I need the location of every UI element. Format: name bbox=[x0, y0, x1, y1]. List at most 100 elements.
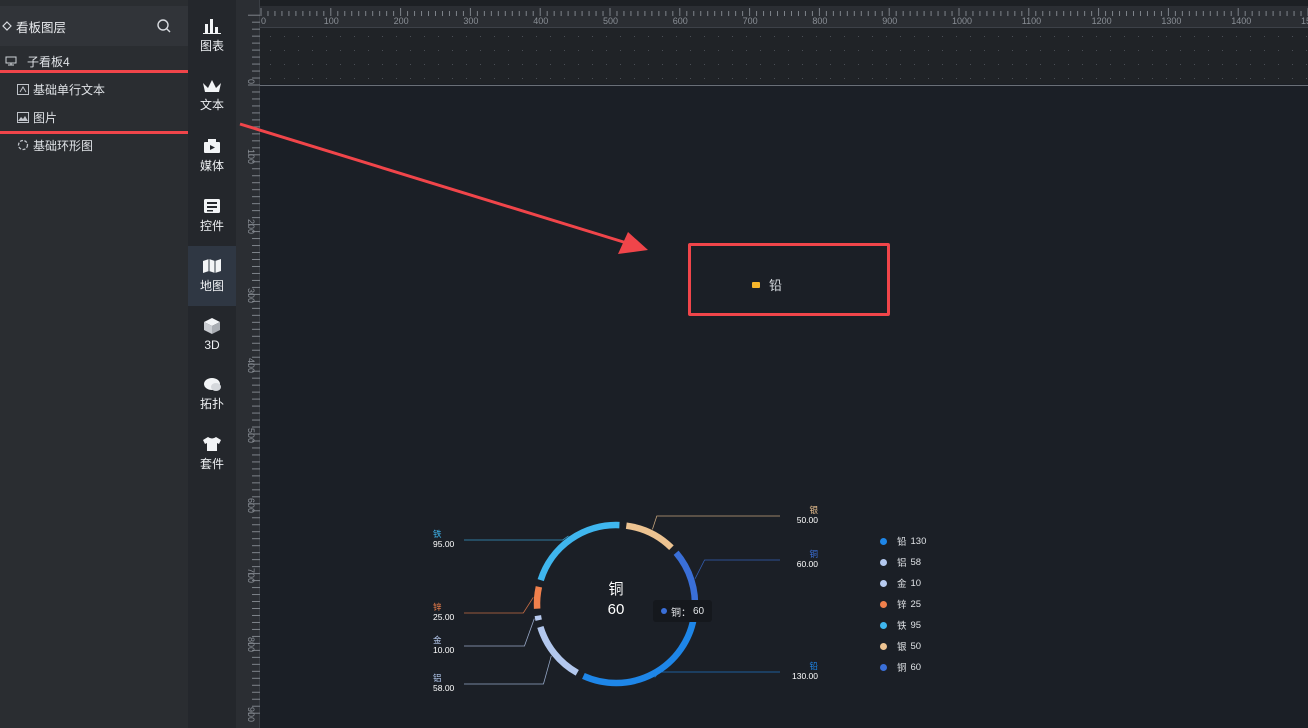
component-label: 图表 bbox=[199, 39, 224, 53]
ring-slice[interactable] bbox=[625, 522, 674, 551]
crown-icon bbox=[203, 80, 221, 92]
component-label: 控件 bbox=[199, 219, 224, 233]
ring-slice[interactable] bbox=[537, 521, 620, 582]
legend-dot bbox=[880, 579, 887, 587]
highlight-legend-card bbox=[688, 243, 890, 316]
ruler-tick-label: 900 bbox=[882, 16, 898, 26]
tooltip-label: 铜： bbox=[671, 607, 691, 619]
ring-slice[interactable] bbox=[582, 617, 697, 687]
ruler-tick-label: 0 bbox=[261, 16, 267, 26]
layer-item-sub-board[interactable]: 子看板4 bbox=[5, 50, 70, 72]
canvas-top-border bbox=[260, 85, 1308, 86]
legend-dot bbox=[880, 642, 887, 650]
layers-icon bbox=[2, 21, 12, 31]
component-media[interactable]: 媒体 bbox=[188, 126, 236, 186]
layer-item-image[interactable]: 图片 bbox=[17, 106, 57, 128]
monitor-icon bbox=[5, 56, 17, 66]
slice-label-value: 58.00 bbox=[433, 683, 455, 693]
legend-card-item: 铅 bbox=[752, 275, 782, 294]
legend-name: 银 bbox=[897, 642, 907, 653]
ruler-tick-label: 1000 bbox=[952, 16, 973, 26]
search-icon[interactable] bbox=[156, 18, 172, 34]
layer-panel: 看板图层 子看板4 基础单行文本 图片 基础环形图 bbox=[0, 0, 188, 728]
window-top-strip bbox=[0, 0, 1308, 6]
component-label: 3D bbox=[204, 337, 220, 352]
ruler-tick-label: 800 bbox=[812, 16, 828, 26]
slice-label-name: 铁 bbox=[433, 529, 442, 539]
component-charts[interactable]: 图表 bbox=[188, 6, 236, 66]
label-leader-line bbox=[464, 618, 535, 647]
component-label: 文本 bbox=[199, 98, 224, 112]
legend-dot bbox=[880, 537, 887, 545]
ruler-tick-label: 500 bbox=[603, 16, 619, 26]
ruler-tick-label: 1400 bbox=[1231, 16, 1252, 26]
legend-swatch bbox=[752, 281, 760, 288]
ruler-tick-label: 15 bbox=[1301, 16, 1308, 26]
cube-icon bbox=[204, 317, 220, 334]
legend-name: 金 bbox=[897, 579, 907, 590]
layer-item-text[interactable]: 基础单行文本 bbox=[17, 78, 105, 100]
slice-label-name: 铅 bbox=[809, 661, 818, 671]
ruler-tick-label: 300 bbox=[463, 16, 479, 26]
component-topology[interactable]: 拓扑 bbox=[188, 364, 236, 424]
legend-name: 铁 bbox=[897, 621, 907, 632]
bar-chart-icon bbox=[203, 19, 221, 34]
label-leader-line bbox=[652, 515, 780, 530]
ring-slice[interactable] bbox=[533, 586, 543, 609]
topology-icon bbox=[204, 378, 221, 391]
label-leader-line bbox=[464, 597, 534, 614]
ring-chart-icon bbox=[17, 139, 29, 151]
tooltip-dot bbox=[661, 608, 667, 614]
layer-panel-title: 看板图层 bbox=[16, 20, 67, 35]
component-bar: 图表 文本 媒体 控件 地图 3D 拓扑 套件 bbox=[188, 0, 236, 728]
canvas[interactable] bbox=[260, 86, 1308, 728]
slice-label-value: 95.00 bbox=[433, 539, 455, 549]
ring-center-value: 60 bbox=[607, 601, 625, 618]
component-label: 媒体 bbox=[199, 159, 224, 173]
layer-item-ring-chart[interactable]: 基础环形图 bbox=[17, 134, 93, 156]
layer-item-label: 基础环形图 bbox=[33, 138, 94, 153]
component-3d[interactable]: 3D bbox=[188, 304, 236, 364]
layer-item-label: 基础单行文本 bbox=[33, 82, 106, 97]
label-leader-line bbox=[654, 671, 780, 678]
ruler-tick-label: 1300 bbox=[1161, 16, 1182, 26]
ruler-tick-label: 1100 bbox=[1021, 16, 1042, 26]
legend-value: 10 bbox=[910, 577, 922, 589]
ruler-tick-label: 600 bbox=[672, 16, 688, 26]
slice-label-name: 铜 bbox=[809, 549, 818, 559]
label-leader-line bbox=[464, 535, 569, 541]
legend-value: 50 bbox=[910, 640, 922, 652]
legend-dot bbox=[880, 600, 887, 608]
layer-item-label: 子看板4 bbox=[27, 54, 70, 69]
ring-slice[interactable] bbox=[534, 615, 542, 621]
component-kits[interactable]: 套件 bbox=[188, 424, 236, 484]
layer-panel-header: 看板图层 bbox=[0, 6, 188, 46]
ring-slice[interactable] bbox=[537, 625, 579, 676]
slice-label-name: 金 bbox=[433, 635, 442, 645]
component-maps[interactable]: 地图 bbox=[188, 246, 236, 306]
slice-label-value: 130.00 bbox=[792, 671, 818, 681]
component-widgets[interactable]: 控件 bbox=[188, 186, 236, 246]
legend-value: 58 bbox=[910, 556, 922, 568]
media-icon bbox=[204, 139, 220, 153]
canvas-top-band bbox=[260, 28, 1308, 84]
component-text[interactable]: 文本 bbox=[188, 66, 236, 126]
legend-dot bbox=[880, 621, 887, 629]
chart-tooltip: 铜： 60 bbox=[653, 600, 713, 622]
legend-dot bbox=[880, 663, 887, 671]
slice-label-value: 25.00 bbox=[433, 612, 455, 622]
